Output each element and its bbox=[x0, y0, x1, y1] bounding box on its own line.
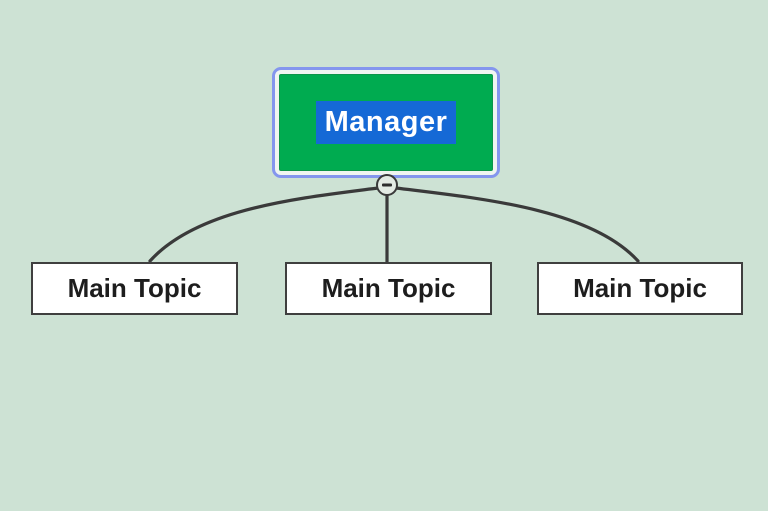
link-curve-left bbox=[148, 186, 380, 263]
child-node-label: Main Topic bbox=[321, 273, 456, 303]
root-node-selection-outline: Manager bbox=[272, 67, 500, 178]
child-node-label: Main Topic bbox=[573, 273, 707, 303]
root-node-label[interactable]: Manager bbox=[315, 101, 457, 144]
link-curve-right bbox=[394, 186, 640, 263]
minus-icon bbox=[382, 183, 392, 187]
child-node-1[interactable]: Main Topic bbox=[31, 262, 238, 315]
collapse-button[interactable] bbox=[376, 174, 398, 196]
child-node-3[interactable]: Main Topic bbox=[537, 262, 743, 315]
child-node-2[interactable]: Main Topic bbox=[285, 262, 492, 315]
root-node[interactable]: Manager bbox=[279, 74, 493, 171]
child-node-label: Main Topic bbox=[67, 273, 202, 303]
